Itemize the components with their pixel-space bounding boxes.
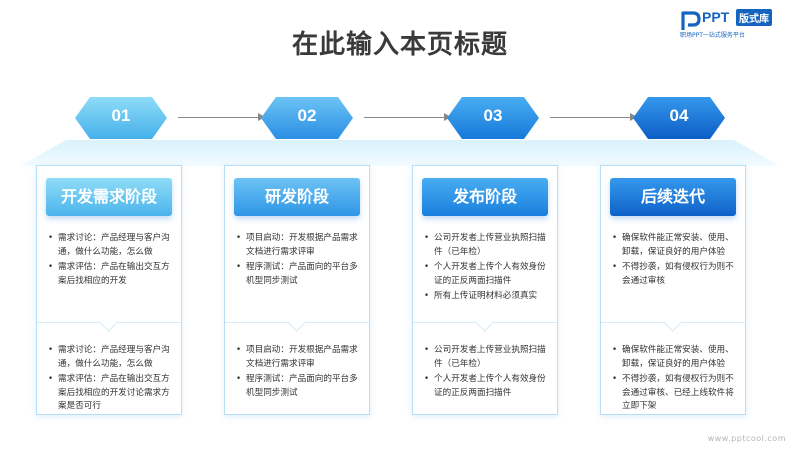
divider-notch [287,313,306,332]
step-diamond-2: 02 [260,96,354,140]
list-item: 程序测试：产品面向的平台多机型同步测试 [233,373,363,400]
divider-notch [475,313,494,332]
stage-list-bottom: 公司开发者上传营业执照扫描件（已年检） 个人开发者上传个人有效身份证的正反两面扫… [421,344,551,402]
list-item: 不得抄袭，如有侵权行为则不会通过审核 [609,261,739,288]
step-diamond-4: 04 [632,96,726,140]
list-item: 项目启动：开发根据产品需求文档进行需求评审 [233,344,363,371]
stage-list-top: 需求讨论：产品经理与客户沟通，做什么功能，怎么做 需求评估：产品在输出交互方案后… [45,232,175,290]
stage-card-2: 研发阶段 项目启动：开发根据产品需求文档进行需求评审 程序测试：产品面向的平台多… [224,165,370,415]
step-diamond-1: 01 [74,96,168,140]
list-item: 所有上传证明材料必须真实 [421,290,551,304]
footer-url: www.pptcool.com [707,434,786,443]
stage-card-3: 发布阶段 公司开发者上传营业执照扫描件（已年检） 个人开发者上传个人有效身份证的… [412,165,558,415]
step-number: 04 [669,106,689,125]
list-item: 需求讨论：产品经理与客户沟通，做什么功能，怎么做 [45,344,175,371]
step-number: 01 [111,106,131,125]
stage-card-4: 后续迭代 确保软件能正常安装、使用、卸载，保证良好的用户体验 不得抄袭，如有侵权… [600,165,746,415]
stage-list-bottom: 需求讨论：产品经理与客户沟通，做什么功能，怎么做 需求评估：产品在输出交互方案后… [45,344,175,416]
logo-badge: 版式库 [736,9,772,26]
list-item: 个人开发者上传个人有效身份证的正反两面扫描件 [421,261,551,288]
list-item: 公司开发者上传营业执照扫描件（已年检） [421,344,551,371]
brand-logo: PPT 版式库 职场PPT一站式服务平台 [680,8,792,42]
stage-list-top: 项目启动：开发根据产品需求文档进行需求评审 程序测试：产品面向的平台多机型同步测… [233,232,363,290]
list-item: 项目启动：开发根据产品需求文档进行需求评审 [233,232,363,259]
stage-label: 研发阶段 [234,178,360,216]
list-item: 确保软件能正常安装、使用、卸载，保证良好的用户体验 [609,232,739,259]
list-item: 不得抄袭，如有侵权行为则不会通过审核、已经上线软件将立即下架 [609,373,739,414]
stage-list-top: 公司开发者上传营业执照扫描件（已年检） 个人开发者上传个人有效身份证的正反两面扫… [421,232,551,306]
stage-label: 发布阶段 [422,178,548,216]
stage-label: 后续迭代 [610,178,736,216]
step-number: 03 [483,106,503,125]
logo-brand-text: PPT [702,9,730,25]
stage-card-1: 开发需求阶段 需求讨论：产品经理与客户沟通，做什么功能，怎么做 需求评估：产品在… [36,165,182,415]
list-item: 确保软件能正常安装、使用、卸载，保证良好的用户体验 [609,344,739,371]
logo-p-icon [681,11,701,30]
divider-notch [99,313,118,332]
list-item: 程序测试：产品面向的平台多机型同步测试 [233,261,363,288]
step-arrow [550,113,637,121]
list-item: 公司开发者上传营业执照扫描件（已年检） [421,232,551,259]
list-item: 需求评估：产品在输出交互方案后找相应的开发讨论需求方案是否可行 [45,373,175,414]
page-title: 在此输入本页标题 [291,30,508,60]
list-item: 需求讨论：产品经理与客户沟通，做什么功能，怎么做 [45,232,175,259]
logo-tagline: 职场PPT一站式服务平台 [680,32,745,39]
stage-list-bottom: 确保软件能正常安装、使用、卸载，保证良好的用户体验 不得抄袭，如有侵权行为则不会… [609,344,739,416]
divider-notch [663,313,682,332]
stage-list-bottom: 项目启动：开发根据产品需求文档进行需求评审 程序测试：产品面向的平台多机型同步测… [233,344,363,402]
step-arrow [364,113,451,121]
stage-list-top: 确保软件能正常安装、使用、卸载，保证良好的用户体验 不得抄袭，如有侵权行为则不会… [609,232,739,290]
list-item: 个人开发者上传个人有效身份证的正反两面扫描件 [421,373,551,400]
stage-label: 开发需求阶段 [46,178,172,216]
step-arrow [178,113,265,121]
step-number: 02 [297,106,317,125]
list-item: 需求评估：产品在输出交互方案后找相应的开发 [45,261,175,288]
header-band [20,140,780,166]
step-diamond-3: 03 [446,96,540,140]
